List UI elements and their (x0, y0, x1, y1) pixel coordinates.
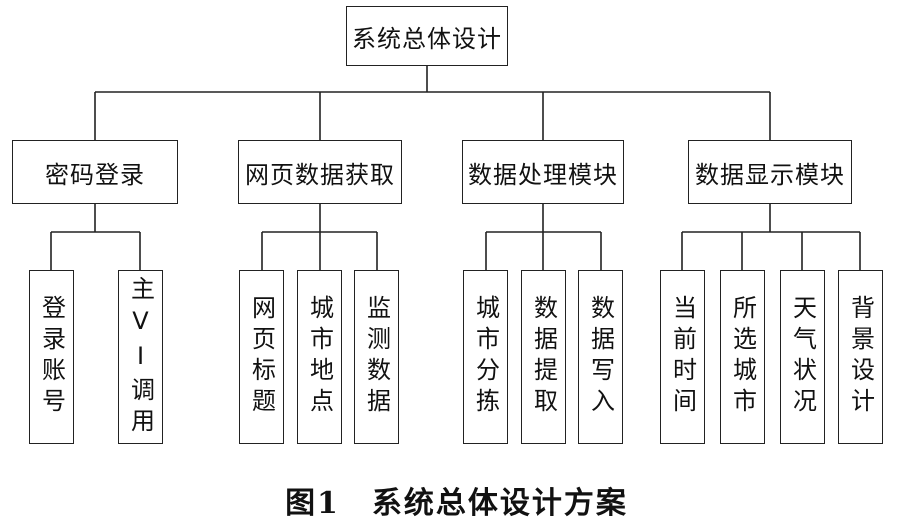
root-node: 系统总体设计 (346, 6, 508, 66)
leaf-label: 主VI调用 (126, 275, 155, 439)
leaf-label: 天气状况 (788, 295, 817, 419)
leaf-label: 城市地点 (305, 295, 334, 419)
module-node-processing: 数据处理模块 (462, 140, 624, 204)
root-label: 系统总体设计 (352, 24, 502, 53)
leaf-node: 主VI调用 (118, 270, 163, 444)
leaf-node: 城市分拣 (463, 270, 508, 444)
module-label: 数据显示模块 (695, 160, 845, 189)
leaf-label: 登录账号 (37, 295, 66, 419)
leaf-label: 数据提取 (529, 295, 558, 419)
leaf-label: 网页标题 (247, 295, 276, 419)
leaf-node: 数据提取 (521, 270, 566, 444)
leaf-label: 监测数据 (362, 295, 391, 419)
leaf-node: 当前时间 (660, 270, 705, 444)
leaf-label: 城市分拣 (471, 295, 500, 419)
leaf-node: 监测数据 (354, 270, 399, 444)
leaf-label: 所选城市 (728, 295, 757, 419)
leaf-label: 数据写入 (586, 295, 615, 419)
leaf-node: 登录账号 (29, 270, 74, 444)
leaf-node: 城市地点 (297, 270, 342, 444)
leaf-label: 背景设计 (846, 295, 875, 419)
module-node-display: 数据显示模块 (688, 140, 852, 204)
leaf-node: 所选城市 (720, 270, 765, 444)
figure-caption: 图1 系统总体设计方案 (285, 486, 628, 521)
module-label: 网页数据获取 (245, 160, 395, 189)
leaf-node: 背景设计 (838, 270, 883, 444)
leaf-node: 数据写入 (578, 270, 623, 444)
leaf-node: 天气状况 (780, 270, 825, 444)
module-label: 密码登录 (45, 160, 145, 189)
module-node-web-fetch: 网页数据获取 (238, 140, 402, 204)
module-node-login: 密码登录 (12, 140, 178, 204)
module-label: 数据处理模块 (468, 160, 618, 189)
leaf-node: 网页标题 (239, 270, 284, 444)
leaf-label: 当前时间 (668, 295, 697, 419)
